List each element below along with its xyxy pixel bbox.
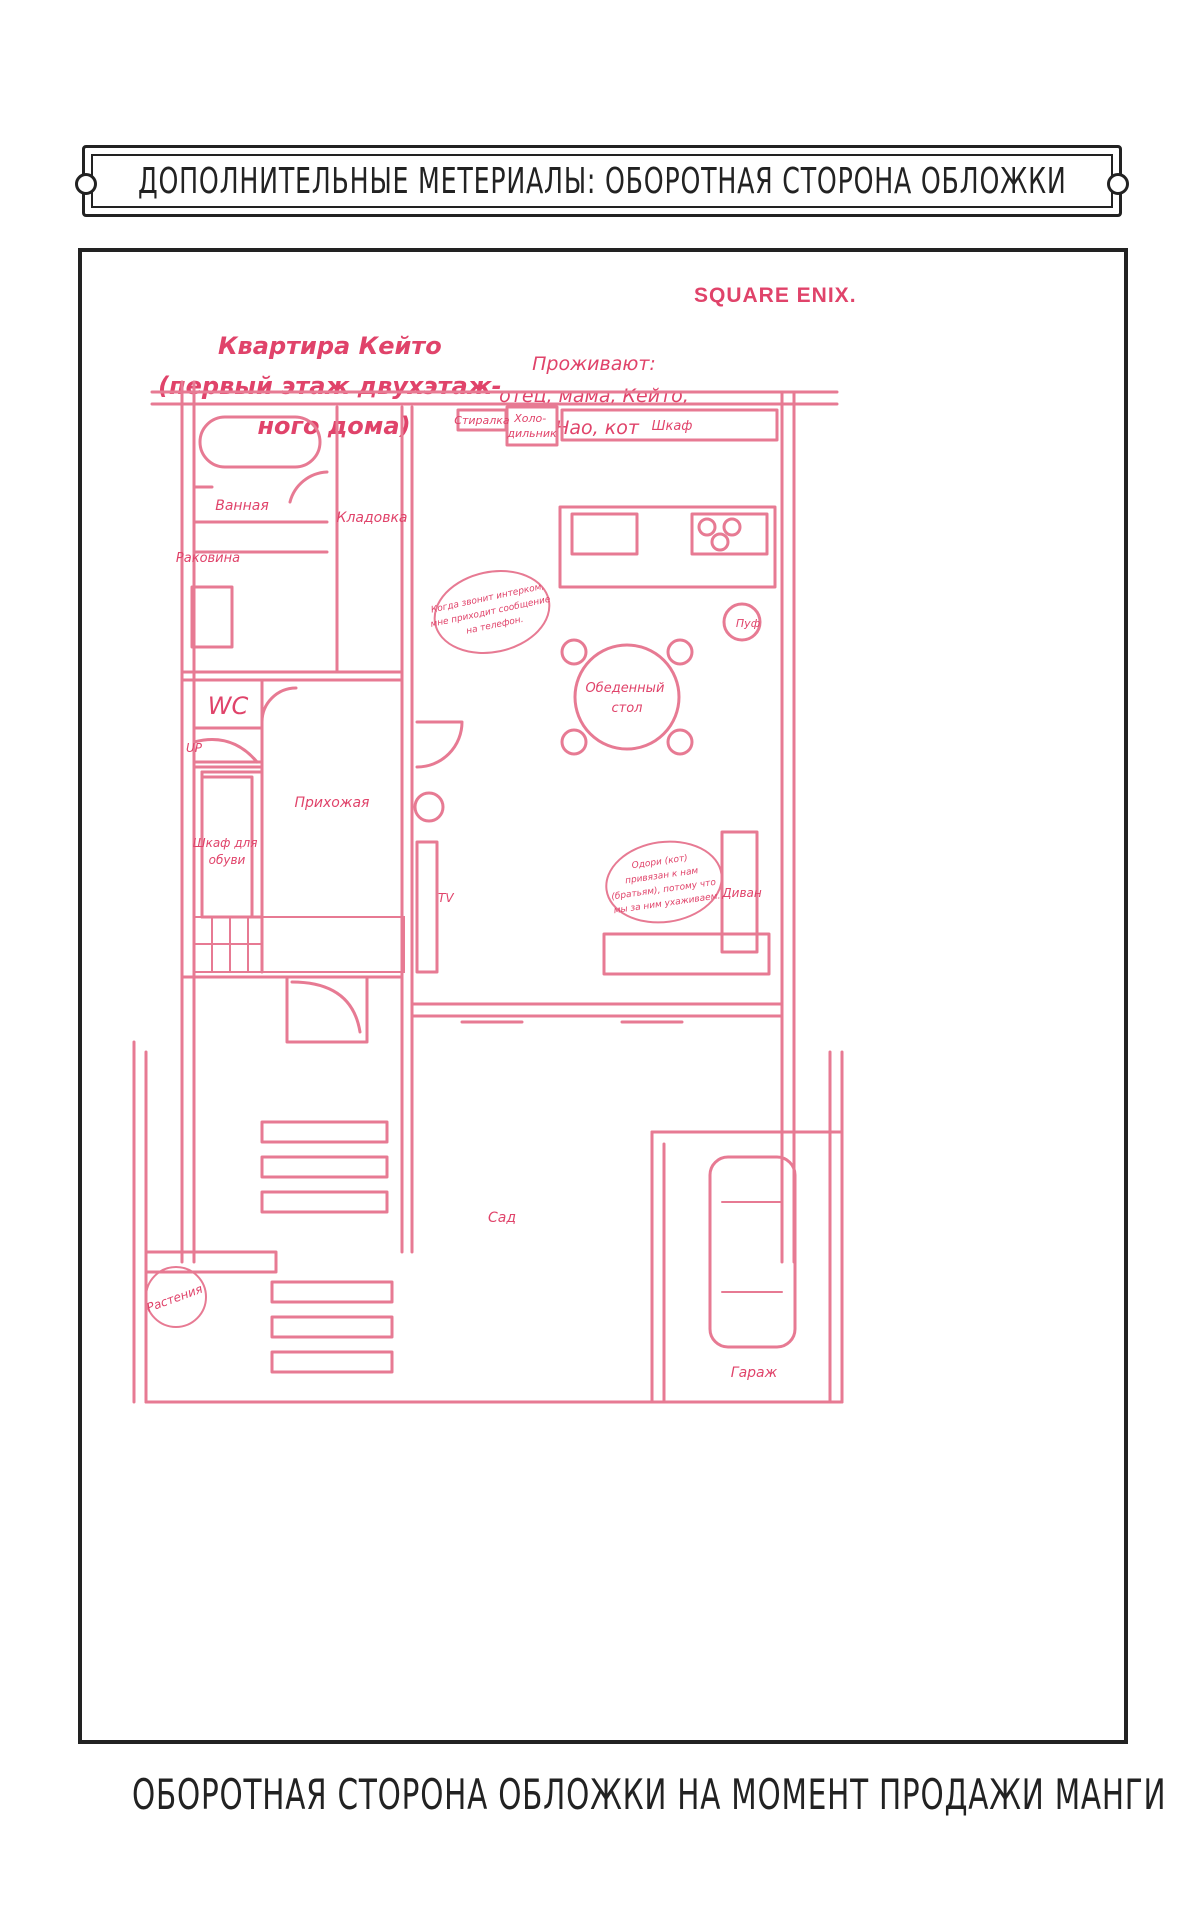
label-up: UP bbox=[186, 741, 203, 755]
entry-tiles bbox=[193, 916, 405, 1044]
banner-notch-right bbox=[1107, 173, 1129, 195]
banner-title: Дополнительные метериалы: оборотная стор… bbox=[137, 160, 1067, 202]
svg-text:Одори (кот) привязан к: Одори (кот) привязан к нам (братьям), по… bbox=[607, 850, 722, 917]
wc-and-hall bbox=[192, 678, 298, 919]
bottom-caption: Оборотная сторона обложки на момент прод… bbox=[132, 1770, 1167, 1819]
square-enix-logo: SQUARE ENIX. bbox=[694, 284, 857, 307]
banner-notch-left bbox=[75, 173, 97, 195]
title-banner: Дополнительные метериалы: оборотная стор… bbox=[75, 145, 1129, 217]
bathroom bbox=[190, 415, 329, 649]
label-hallway: Прихожая bbox=[295, 795, 370, 811]
label-sofa: Диван bbox=[721, 886, 762, 900]
bubble-cat: Одори (кот) привязан к нам (братьям), по… bbox=[605, 840, 723, 924]
label-dining-table: Обеденный стол bbox=[585, 681, 668, 716]
garden bbox=[132, 1040, 844, 1404]
bubble-intercom: Когда звонит интерком, мне приходит сооб… bbox=[427, 570, 557, 654]
label-tv: TV bbox=[438, 891, 454, 905]
label-closet: Шкаф bbox=[652, 419, 693, 434]
label-sink: Раковина bbox=[176, 551, 240, 566]
label-washer: Стиралка bbox=[454, 414, 510, 427]
label-storage: Кладовка bbox=[337, 510, 408, 526]
label-fridge: Холо- дильник bbox=[506, 412, 557, 440]
svg-text:Когда звонит интерком,: Когда звонит интерком, мне приходит сооб… bbox=[427, 580, 557, 643]
house-walls bbox=[150, 380, 839, 1264]
kitchen-living bbox=[413, 405, 779, 1024]
floor-plan: SQUARE ENIX. Квартира Кейто (первый этаж… bbox=[132, 284, 857, 1404]
label-pouf: Пуф bbox=[736, 617, 760, 630]
label-wc: WC bbox=[208, 692, 249, 720]
label-garage: Гараж bbox=[731, 1365, 778, 1381]
label-plants: Растения bbox=[145, 1282, 205, 1315]
label-shoe-cabinet: Шкаф для обуви bbox=[193, 836, 262, 867]
label-bathroom: Ванная bbox=[215, 498, 269, 514]
label-garden: Сад bbox=[488, 1210, 516, 1226]
floor-plan-frame: SQUARE ENIX. Квартира Кейто (первый этаж… bbox=[78, 248, 1128, 1744]
